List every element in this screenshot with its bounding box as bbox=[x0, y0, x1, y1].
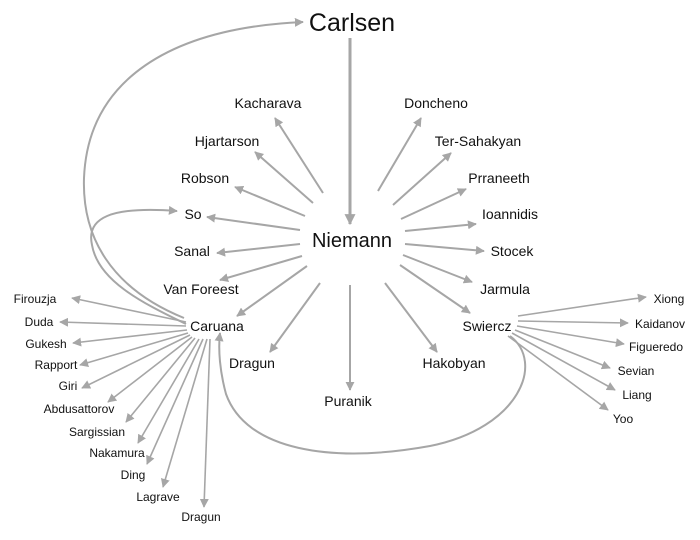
edge-caruana-giri bbox=[81, 334, 191, 389]
node-carlsen: Carlsen bbox=[309, 9, 395, 37]
node-liang: Liang bbox=[622, 388, 651, 402]
edge-niemann-hjartarson bbox=[254, 151, 314, 204]
node-xiong: Xiong bbox=[654, 292, 685, 306]
edge-caruana-lagrave bbox=[160, 338, 208, 488]
edge-niemann-robson bbox=[234, 185, 306, 217]
edge-caruana-gukesh bbox=[72, 329, 188, 347]
edge-caruana-dragun-low bbox=[199, 338, 211, 508]
node-sanal: Sanal bbox=[174, 243, 210, 259]
node-doncheno: Doncheno bbox=[404, 95, 468, 111]
node-robson: Robson bbox=[181, 170, 229, 186]
node-ding: Ding bbox=[121, 468, 146, 482]
edge-caruana-so bbox=[90, 205, 187, 325]
edge-niemann-ioannidis bbox=[404, 220, 477, 232]
edge-niemann-kacharava bbox=[274, 117, 324, 194]
node-yoo: Yoo bbox=[613, 412, 634, 426]
edge-swiercz-sevian bbox=[514, 329, 611, 370]
node-dragun-low: Dragun bbox=[181, 510, 220, 524]
node-giri: Giri bbox=[59, 379, 78, 393]
edge-caruana-abdusattorov bbox=[107, 336, 193, 403]
node-lagrave: Lagrave bbox=[136, 490, 180, 504]
node-hjartarson: Hjartarson bbox=[195, 133, 260, 149]
edge-swiercz-figueredo bbox=[516, 325, 625, 348]
edge-niemann-vanforeest bbox=[219, 255, 303, 283]
node-tersahakyan: Ter-Sahakyan bbox=[435, 133, 521, 149]
node-figueredo: Figueredo bbox=[629, 340, 683, 354]
edge-caruana-nakamura bbox=[137, 338, 200, 444]
node-nakamura: Nakamura bbox=[89, 446, 145, 460]
edge-niemann-so bbox=[206, 213, 301, 231]
edge-caruana-rapport bbox=[79, 332, 189, 368]
edge-caruana-duda bbox=[59, 317, 187, 327]
node-so: So bbox=[184, 206, 201, 222]
node-hakobyan: Hakobyan bbox=[422, 355, 485, 371]
node-kaidanov: Kaidanov bbox=[635, 317, 685, 331]
node-swiercz: Swiercz bbox=[462, 318, 511, 334]
edge-caruana-firouzja bbox=[71, 295, 187, 323]
edge-niemann-doncheno bbox=[377, 117, 422, 192]
node-niemann: Niemann bbox=[312, 230, 392, 252]
edge-caruana-ding bbox=[146, 338, 204, 465]
node-firouzja: Firouzja bbox=[14, 292, 57, 306]
node-rapport: Rapport bbox=[35, 358, 78, 372]
edge-caruana-carlsen bbox=[82, 17, 304, 319]
edge-niemann-stocek bbox=[404, 243, 485, 255]
node-dragun-mid: Dragun bbox=[229, 355, 275, 371]
edge-swiercz-caruana bbox=[214, 332, 527, 455]
edge-caruana-sargissian bbox=[125, 337, 196, 423]
edge-swiercz-xiong bbox=[517, 293, 647, 317]
edge-swiercz-yoo bbox=[507, 335, 609, 411]
edge-niemann-sanal bbox=[216, 243, 301, 257]
node-ioannidis: Ioannidis bbox=[482, 206, 538, 222]
edges bbox=[59, 17, 647, 508]
node-prraneeth: Prraneeth bbox=[468, 170, 529, 186]
edge-niemann-dragun-mid bbox=[269, 282, 321, 353]
node-puranik: Puranik bbox=[324, 393, 372, 409]
edge-niemann-jarmula bbox=[402, 254, 473, 284]
edge-niemann-caruana bbox=[236, 265, 308, 317]
node-caruana: Caruana bbox=[190, 318, 244, 334]
edge-niemann-swiercz bbox=[399, 264, 471, 314]
node-sargissian: Sargissian bbox=[69, 425, 125, 439]
node-stocek: Stocek bbox=[491, 243, 535, 259]
edge-swiercz-liang bbox=[511, 332, 616, 391]
edge-niemann-prraneeth bbox=[400, 188, 467, 220]
nodes: Carlsen Niemann Kacharava Hjartarson Rob… bbox=[14, 9, 685, 524]
node-duda: Duda bbox=[25, 315, 54, 329]
node-gukesh: Gukesh bbox=[25, 337, 66, 351]
edge-swiercz-kaidanov bbox=[517, 318, 629, 328]
node-abdusattorov: Abdusattorov bbox=[44, 402, 115, 416]
node-vanforeest: Van Foreest bbox=[163, 281, 238, 297]
node-sevian: Sevian bbox=[618, 364, 655, 378]
node-kacharava: Kacharava bbox=[235, 95, 302, 111]
edge-niemann-tersahakyan bbox=[392, 152, 452, 206]
node-jarmula: Jarmula bbox=[480, 281, 530, 297]
edge-niemann-hakobyan bbox=[384, 282, 438, 353]
